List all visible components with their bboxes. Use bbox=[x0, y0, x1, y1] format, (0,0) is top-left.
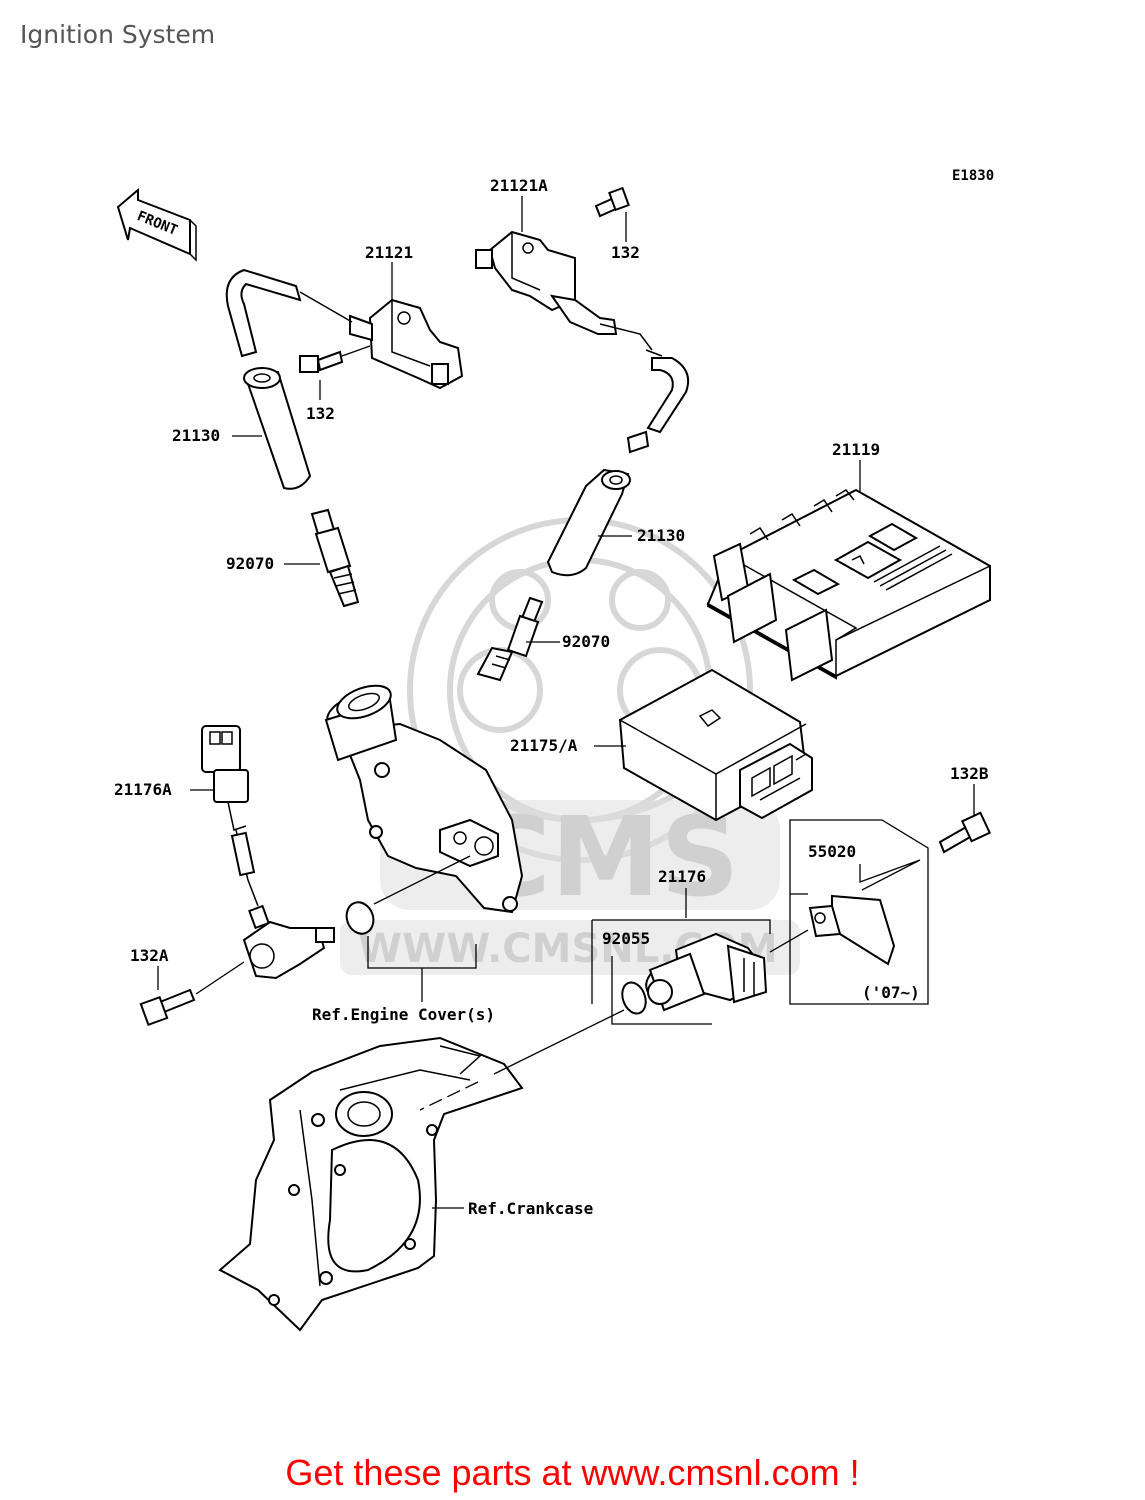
label-ref-engine-cover: Ref.Engine Cover(s) bbox=[312, 1005, 495, 1024]
label-21176a: 21176A bbox=[114, 780, 172, 799]
label-21130-left: 21130 bbox=[172, 426, 220, 445]
o-ring-sensor bbox=[621, 981, 647, 1015]
ecu-unit bbox=[706, 488, 991, 682]
bolt-132-top bbox=[594, 186, 630, 218]
bolt-132-b bbox=[938, 811, 992, 854]
label-132-left: 132 bbox=[306, 404, 335, 423]
label-92070-left: 92070 bbox=[226, 554, 274, 573]
label-132-top: 132 bbox=[611, 243, 640, 262]
label-132a: 132A bbox=[130, 946, 169, 965]
label-year-note: ('07~) bbox=[862, 983, 920, 1002]
crankcase bbox=[218, 1036, 524, 1332]
label-21176: 21176 bbox=[658, 867, 706, 886]
page-title: Ignition System bbox=[20, 20, 216, 49]
spark-plug-left bbox=[310, 508, 360, 608]
ignition-coil-left bbox=[299, 291, 464, 390]
label-21121: 21121 bbox=[365, 243, 413, 262]
sensor-bracket bbox=[808, 894, 896, 966]
footer-promo-text: Get these parts at www.cmsnl.com ! bbox=[285, 1452, 860, 1493]
label-132b: 132B bbox=[950, 764, 989, 783]
bolt-132-a bbox=[139, 961, 245, 1027]
label-21175a: 21175/A bbox=[510, 736, 578, 755]
label-21119: 21119 bbox=[832, 440, 880, 459]
front-arrow-icon: FRONT bbox=[116, 187, 197, 262]
ht-lead-right bbox=[646, 357, 690, 434]
pickup-coil-sensor bbox=[201, 725, 335, 980]
spark-plug-right bbox=[476, 596, 544, 682]
bolt-132-left bbox=[299, 345, 371, 373]
diagram-code: E1830 bbox=[952, 168, 994, 184]
plug-cap-left bbox=[243, 367, 312, 490]
label-21121a: 21121A bbox=[490, 176, 548, 195]
label-92055: 92055 bbox=[602, 929, 650, 948]
ht-lead-left bbox=[225, 268, 302, 358]
o-ring-cover bbox=[345, 901, 375, 935]
ignition-coil-right bbox=[475, 230, 663, 357]
ignitor-unit bbox=[618, 668, 813, 822]
plug-cap-right bbox=[546, 468, 631, 577]
label-ref-crankcase: Ref.Crankcase bbox=[468, 1199, 593, 1218]
label-55020: 55020 bbox=[808, 842, 856, 861]
label-92070-right: 92070 bbox=[562, 632, 610, 651]
crank-position-sensor bbox=[645, 932, 768, 1012]
label-21130-right: 21130 bbox=[637, 526, 685, 545]
engine-cover bbox=[324, 684, 524, 914]
